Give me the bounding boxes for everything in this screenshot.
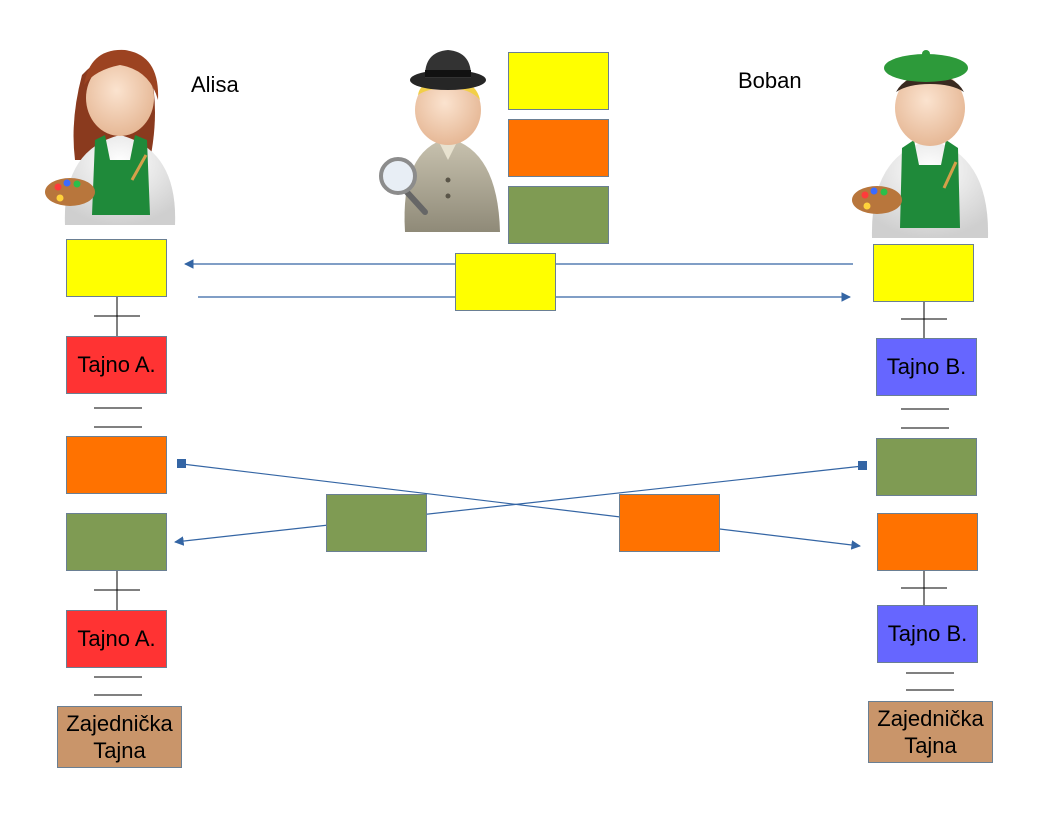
eve-orange-box [508, 119, 609, 177]
transit-green-box [326, 494, 427, 552]
arrow-start-square [177, 459, 186, 468]
shared-secret-line1: Zajednička [877, 706, 984, 731]
shared-secret-line2: Tajna [93, 738, 146, 763]
bob-secret-box: Tajno B. [877, 605, 978, 663]
bob-name-label: Boban [738, 68, 802, 93]
bob-secret-box: Tajno B. [876, 338, 977, 396]
arrow-start-square [858, 461, 867, 470]
bob-mixed-color-box [876, 438, 977, 496]
transit-orange-box [619, 494, 720, 552]
arrow-orange-to-bob [181, 463, 861, 550]
eve-common-color-box [508, 52, 609, 110]
bob-common-color-box [873, 244, 974, 302]
detective-icon [379, 50, 500, 232]
alice-name-label: Alisa [191, 72, 239, 97]
shared-secret-line2: Tajna [904, 733, 957, 758]
alice-received-green-box [66, 513, 167, 571]
alice-common-color-box [66, 239, 167, 297]
alice-secret-box: Tajno A. [66, 336, 167, 394]
eve-green-box [508, 186, 609, 244]
arrow-green-to-alice [174, 465, 864, 546]
painter-woman-icon [45, 49, 176, 225]
bob-connectors [901, 302, 954, 691]
shared-secret-line1: Zajednička [66, 711, 173, 736]
transit-common-color-box [455, 253, 556, 311]
alice-mixed-color-box [66, 436, 167, 494]
bob-received-orange-box [877, 513, 978, 571]
alice-connectors [94, 297, 142, 696]
alice-secret-box: Tajno A. [66, 610, 167, 668]
painter-man-icon [852, 50, 989, 238]
